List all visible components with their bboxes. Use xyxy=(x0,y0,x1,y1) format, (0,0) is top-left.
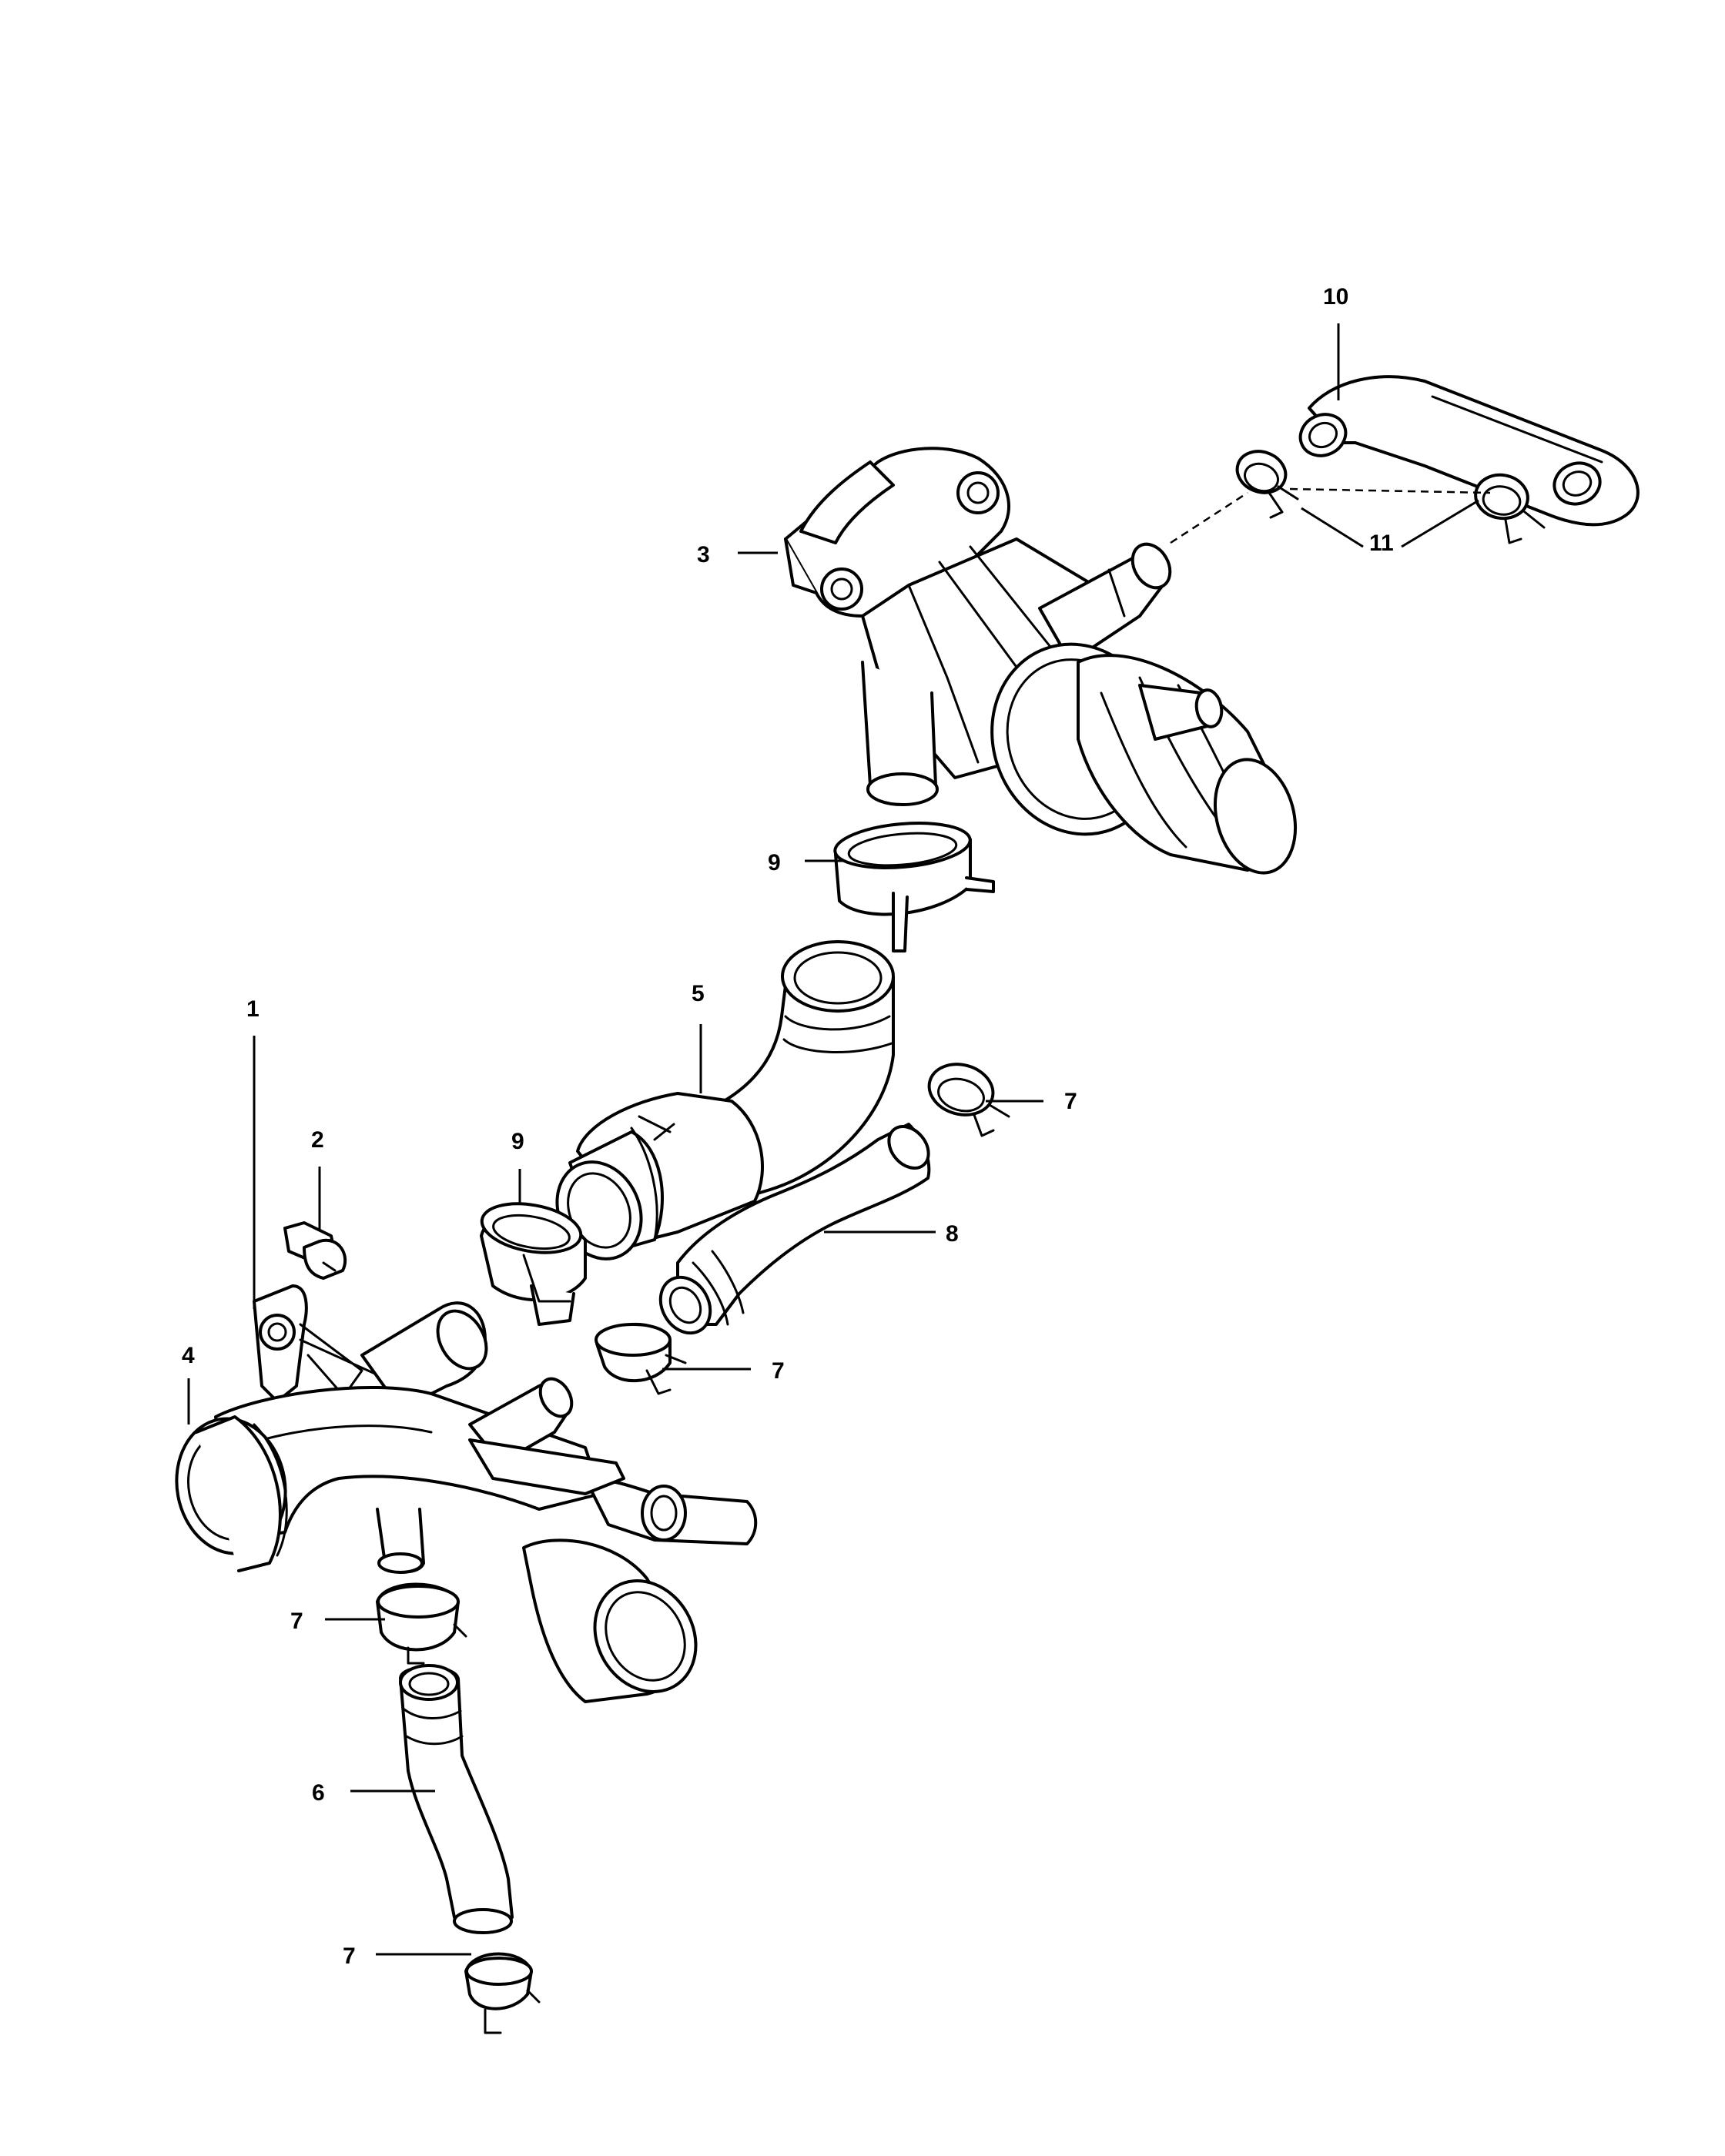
hose-clamp-part-7-bottom xyxy=(464,1952,541,2034)
callout-11: 11 xyxy=(1369,531,1394,556)
callout-labels: 10 11 3 9 5 1 7 2 9 8 4 7 7 6 7 xyxy=(182,284,1394,1969)
thermostat-housing-part-3 xyxy=(784,447,1298,875)
callout-10: 10 xyxy=(1323,284,1348,310)
bypass-hose-part-10 xyxy=(1298,375,1640,527)
hose-clamp-part-7-mid xyxy=(595,1323,687,1395)
alignment-dashed-line xyxy=(1170,487,1491,544)
hose-clamp-part-9-mid xyxy=(480,1202,587,1326)
callout-9-mid: 9 xyxy=(511,1129,524,1154)
callout-4: 4 xyxy=(182,1343,195,1368)
hose-clamp-part-7-left xyxy=(376,1582,467,1665)
hose-clamp-part-9-top xyxy=(833,822,995,952)
lower-hose-part-6 xyxy=(399,1664,514,1934)
callout-2: 2 xyxy=(311,1127,324,1153)
hose-clamp-part-11-left xyxy=(1235,450,1299,519)
callout-1: 1 xyxy=(246,996,260,1022)
callout-5: 5 xyxy=(692,981,705,1006)
leader-lines xyxy=(187,323,1479,1956)
callout-7-mid: 7 xyxy=(772,1358,785,1384)
heater-hose-part-8 xyxy=(658,1123,931,1335)
callout-8: 8 xyxy=(946,1221,959,1247)
hose-clamp-part-7-right xyxy=(927,1063,1010,1137)
callout-3: 3 xyxy=(697,542,710,567)
callout-6: 6 xyxy=(312,1780,325,1806)
radiator-hose-part-5 xyxy=(555,940,895,1260)
callout-7-bottom: 7 xyxy=(343,1943,356,1969)
callout-7-right: 7 xyxy=(1064,1089,1077,1114)
bolt-part-2 xyxy=(283,1221,347,1280)
callout-9-top: 9 xyxy=(768,850,781,875)
callout-7-left: 7 xyxy=(290,1609,303,1634)
water-outlet-tube-part-1 xyxy=(175,1284,758,1703)
